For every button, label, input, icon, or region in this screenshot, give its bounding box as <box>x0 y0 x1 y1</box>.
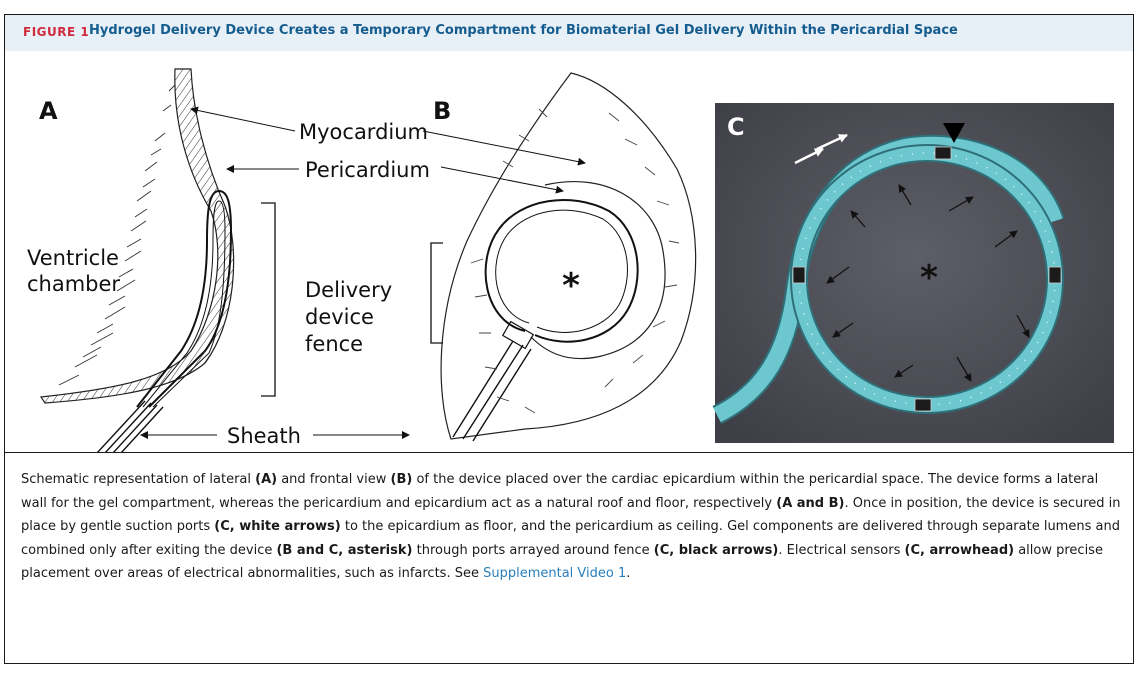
sensor-band-bottom <box>915 399 931 411</box>
panel-b-letter: B <box>433 97 451 125</box>
arrow-pericardium-b <box>441 167 563 191</box>
caption-ref: (B and C, asterisk) <box>276 543 412 558</box>
sheath-a <box>97 401 163 452</box>
panel-a-letter: A <box>39 97 58 125</box>
brace-b <box>431 243 443 343</box>
caption-text: and frontal view <box>277 472 390 487</box>
sensor-band-left <box>793 267 805 283</box>
arrow-myocardium-b <box>423 131 585 163</box>
figure-panels: A Myocardium Pericardium <box>5 51 1133 452</box>
sheath-connector-b <box>503 322 534 349</box>
caption-ref: (B) <box>391 472 413 487</box>
figure-panels-svg: A Myocardium Pericardium <box>5 51 1133 452</box>
caption-ref: (A) <box>255 472 277 487</box>
caption-text: Schematic representation of lateral <box>21 472 255 487</box>
caption-text: . <box>626 566 630 581</box>
caption-text: . Electrical sensors <box>778 543 904 558</box>
heart-contour-b <box>441 73 696 439</box>
figure: FIGURE 1 Hydrogel Delivery Device Create… <box>4 14 1134 664</box>
caption-text: through ports arrayed around fence <box>412 543 653 558</box>
figure-caption: Schematic representation of lateral (A) … <box>21 468 1121 586</box>
label-delivery-1: Delivery <box>305 278 392 302</box>
label-pericardium: Pericardium <box>305 158 430 182</box>
sensor-band-top <box>935 147 951 159</box>
pericardium-pocket-b <box>531 182 665 359</box>
myocardium-wall <box>41 69 234 403</box>
caption-divider <box>5 452 1133 453</box>
label-delivery-3: fence <box>305 332 363 356</box>
caption-ref: (A and B) <box>776 496 844 511</box>
panel-b: B * <box>431 73 696 441</box>
tissue-texture-b <box>471 109 679 413</box>
sheath-b <box>453 341 531 441</box>
label-sheath: Sheath <box>227 424 301 448</box>
caption-ref: (C, arrowhead) <box>905 543 1015 558</box>
arrow-myocardium-a <box>191 109 295 131</box>
panel-c: C <box>715 103 1114 443</box>
figure-label: FIGURE 1 <box>23 25 89 39</box>
figure-header: FIGURE 1 Hydrogel Delivery Device Create… <box>5 15 1133 51</box>
asterisk-c: * <box>920 258 938 298</box>
figure-title: Hydrogel Delivery Device Creates a Tempo… <box>89 23 958 38</box>
panel-a: A Myocardium Pericardium <box>27 69 585 452</box>
caption-ref: (C, black arrows) <box>654 543 779 558</box>
label-ventricle-2: chamber <box>27 272 120 296</box>
brace-a <box>261 203 275 396</box>
label-ventricle-1: Ventricle <box>27 246 119 270</box>
label-myocardium: Myocardium <box>299 120 428 144</box>
asterisk-b: * <box>562 266 580 306</box>
tissue-texture <box>59 85 175 385</box>
caption-ref: (C, white arrows) <box>214 519 340 534</box>
panel-c-letter: C <box>727 113 745 141</box>
sensor-band-right <box>1049 267 1061 283</box>
label-delivery-2: device <box>305 305 374 329</box>
supplemental-video-link[interactable]: Supplemental Video 1 <box>483 566 626 581</box>
